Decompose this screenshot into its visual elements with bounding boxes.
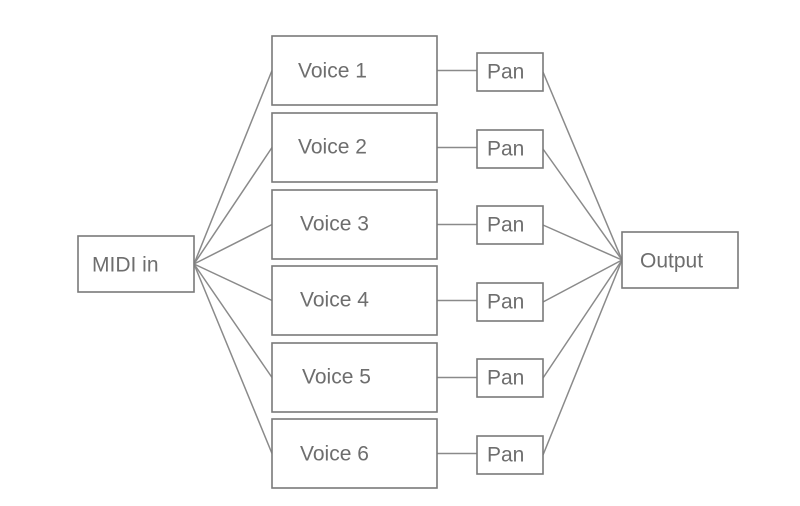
edge-pan-to-output [542,259,623,303]
voice-box [271,189,438,260]
pan-node: Pan [476,358,544,398]
midi-in-node: MIDI in [77,235,195,293]
edge-midi-to-voice [193,263,273,454]
voice-node: Voice 1 [271,35,438,106]
midi-in-box [77,235,195,293]
edge-pan-to-output [542,259,623,379]
voice-label: Voice 3 [300,213,369,236]
pan-label: Pan [487,138,524,161]
edge-midi-to-voice [193,70,273,265]
edge-midi-to-voice [193,263,273,302]
voice-box [271,342,438,413]
pan-node: Pan [476,205,544,245]
output-label: Output [640,250,703,273]
edge-midi-to-voice [193,147,273,265]
pan-box [476,358,544,398]
voice-label: Voice 4 [300,289,369,312]
edge-pan-to-output [542,259,623,456]
edge-midi-to-voice [193,263,273,378]
edges [193,69,623,456]
voice-node: Voice 6 [271,418,438,489]
pan-label: Pan [487,291,524,314]
output-node: Output [621,231,739,289]
pan-box [476,435,544,475]
voice-node: Voice 5 [271,342,438,413]
voice-box [271,112,438,183]
edge-pan-to-output [542,71,623,261]
voice-label: Voice 2 [298,136,367,159]
pan-label: Pan [487,61,524,84]
pan-box [476,205,544,245]
nodes: MIDI in Voice 1 Voice 2 Voice 3 Voice 4 … [77,35,739,489]
voice-box [271,265,438,336]
voice-node: Voice 2 [271,112,438,183]
pan-box [476,52,544,92]
voice-label: Voice 1 [298,60,367,83]
voice-box [271,418,438,489]
voice-node: Voice 3 [271,189,438,260]
pan-node: Pan [476,129,544,169]
pan-node: Pan [476,282,544,322]
voice-label: Voice 6 [300,443,369,466]
voice-node: Voice 4 [271,265,438,336]
pan-label: Pan [487,367,524,390]
voice-box [271,35,438,106]
output-box [621,231,739,289]
pan-label: Pan [487,444,524,467]
pan-node: Pan [476,52,544,92]
midi-in-label: MIDI in [92,254,159,277]
edge-pan-to-output [542,224,623,261]
voice-label: Voice 5 [302,366,371,389]
pan-label: Pan [487,214,524,237]
pan-box [476,129,544,169]
edge-pan-to-output [542,148,623,261]
pan-node: Pan [476,435,544,475]
pan-box [476,282,544,322]
edge-midi-to-voice [193,223,273,265]
